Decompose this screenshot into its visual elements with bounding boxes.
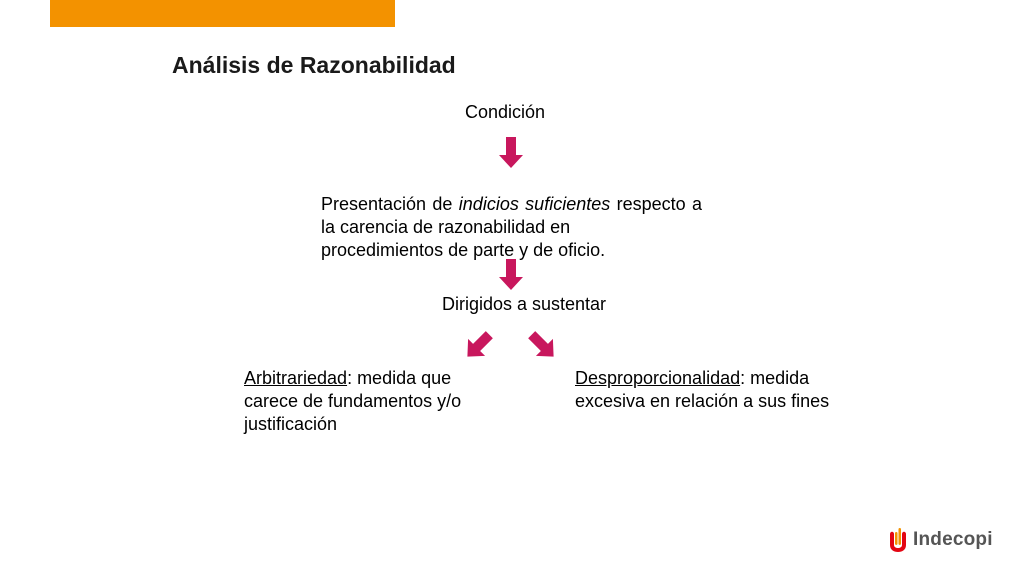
disproportionality-text: Desproporcionalidad: medida excesiva en … — [575, 367, 835, 413]
indecopi-logo-icon — [890, 528, 906, 552]
aim-label: Dirigidos a sustentar — [441, 294, 607, 314]
presentation-emphasis: indicios suficientes — [458, 194, 611, 214]
slide-title: Análisis de Razonabilidad — [172, 52, 456, 78]
presentation-prefix: Presentación de — [321, 194, 459, 214]
condition-label: Condición — [464, 102, 546, 122]
arbitrariness-term: Arbitrariedad — [244, 368, 348, 388]
arbitrariness-description: : medida que carece de fundamentos y/o j… — [244, 368, 462, 434]
presentation-last-line: procedimientos de parte y de oficio. — [321, 240, 606, 260]
indecopi-logo: Indecopi — [888, 528, 993, 552]
arbitrariness-text: Arbitrariedad: medida que carece de fund… — [244, 367, 504, 436]
presentation-text: Presentación de indicios suficientes res… — [321, 193, 702, 262]
presentation-suffix: respecto a la carencia de razonabilidad … — [321, 194, 702, 237]
disproportionality-description: : medida excesiva en relación a sus fine… — [575, 368, 830, 411]
arrow-down-left-icon — [467, 331, 493, 357]
arrow-down-right-icon — [528, 331, 554, 357]
top-accent-bar — [50, 0, 395, 27]
indecopi-logo-text: Indecopi — [913, 529, 993, 550]
arrow-down-icon — [499, 137, 523, 168]
arrow-down-icon — [499, 259, 523, 290]
disproportionality-term: Desproporcionalidad — [575, 368, 741, 388]
